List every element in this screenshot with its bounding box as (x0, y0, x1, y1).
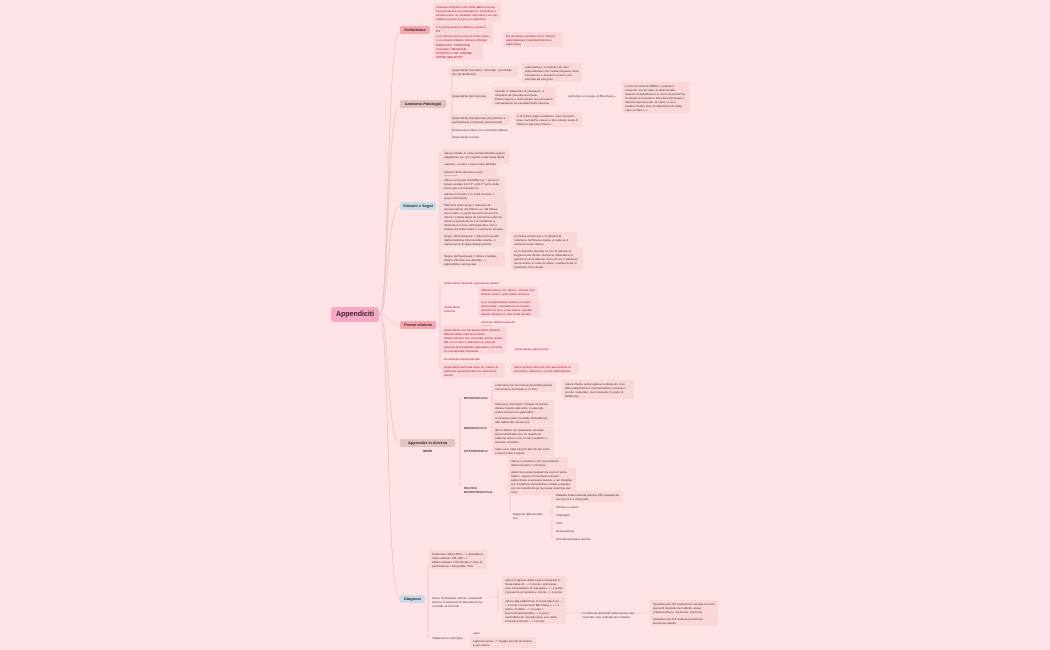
sede-sottoepatica[interactable]: SOTTOEPATICA (464, 448, 488, 453)
forme-node[interactable]: Perforazioni Appendicolari (444, 356, 480, 361)
sede-mesoceliaca[interactable]: MESOCELIACA (464, 425, 487, 430)
sede-node[interactable]: endemica con la mancanza dell'ileopsoas … (492, 381, 556, 392)
def-node[interactable]: è la prima causa di addome acuto in PS (433, 23, 493, 34)
forme-node[interactable]: aumento della frequenza cardiaca (481, 319, 516, 328)
sede-node[interactable]: nelle vene l'alto lungo il lato dx del c… (492, 445, 554, 456)
diag-node[interactable]: Lo schema di Arneth sulla sezione dei ne… (582, 610, 634, 619)
diag-node[interactable]: Spostamento SX produzione elevata di nuo… (650, 600, 718, 615)
anat-node[interactable]: Appendicite flemmonosa (449, 92, 491, 99)
diff-item[interactable]: Malattia infiammatoria pelvica PID causa… (553, 491, 623, 502)
forme-node[interactable]: se è un'appendicite addome trovano perit… (478, 298, 540, 317)
anat-node[interactable]: Perforazione libera con peritonite diffu… (452, 127, 508, 132)
sint-node[interactable]: se in decubito laterale sx con la gamba … (511, 247, 583, 270)
diag-node[interactable]: Trattamento chirurgico (432, 635, 463, 640)
sede-node[interactable]: Intervento chirurgico richiede la stessa… (492, 400, 554, 415)
anat-node[interactable]: aspetto a "batacchio di campana", è rico… (492, 87, 556, 106)
sint-node[interactable]: dolore nel punto di McBurney = punto di … (441, 176, 505, 191)
diag-node[interactable]: dolore alla palpazione in fossa iliaca d… (502, 597, 566, 624)
diag-node[interactable]: Spostamento DX anemia perniciosa, leucem… (650, 615, 718, 626)
sint-node[interactable]: Segno dell'ileopsoas = dolore mediale, a… (441, 252, 505, 267)
sede-node[interactable]: determina sede ipogastrica sopra il pube… (508, 468, 576, 495)
anat-node[interactable]: è di colore grigio verdastro, sono prese… (514, 112, 582, 127)
sede-node[interactable]: dolore a vescica e poi crea disturbi del… (508, 457, 568, 468)
anat-node[interactable]: Appendicite cronica (452, 134, 480, 139)
sint-node[interactable]: dolore provocato con colpi di tosse = se… (441, 190, 505, 201)
sint-node[interactable]: disturbi della minzione come stranguria (441, 168, 497, 179)
forme-node[interactable]: Infiammazione con dolore, nonché una chi… (478, 286, 538, 297)
def-node[interactable]: PERICOLO: TORSIONE molteplici / SEGNALE … (433, 41, 483, 60)
anat-node[interactable]: Appendicite (semplice, catarrale: revers… (449, 66, 519, 77)
topic-diagnosi[interactable]: Diagnosi (400, 595, 425, 603)
def-node[interactable]: Ha un'azione nutritiva che è l'arteria a… (503, 32, 563, 47)
anat-node[interactable]: edematosa e congesta con vasi appendicol… (522, 63, 582, 82)
forme-node[interactable]: Appendicite Franche (444, 304, 461, 313)
forme-node[interactable]: Appendiciti perforata dove un quadro di … (441, 363, 505, 378)
topic-sintomi-segni[interactable]: Sintomi e Segni (400, 202, 436, 210)
sint-node[interactable]: nausea + vomito + lieve rialzo febbrile (441, 160, 501, 167)
sint-node[interactable]: si pratica il paziente e si effettua la … (511, 232, 577, 247)
diag-node[interactable]: Laparoscopico --> meglio perché la ripre… (470, 637, 536, 648)
topic-forme-cliniche[interactable]: Forme cliniche (400, 321, 436, 329)
sede-pelvica[interactable]: PELVICA RETROVESCICALE (464, 485, 493, 494)
def-node[interactable]: è un viscere che termina a fondo cieco, … (433, 32, 493, 43)
sint-node[interactable]: Manovra di Rovsing = manovra di compress… (441, 201, 507, 236)
anat-node[interactable]: peritonite con segno di Blumberg + (568, 93, 616, 98)
topic-appendici-diversa-sede[interactable]: Appendici in diversa sede (400, 439, 455, 453)
sede-node[interactable]: si ritrova la parte centrale dell'addome… (492, 414, 554, 425)
diag-node[interactable]: Anamnesi / Beta-HCG --> gravidanza extra… (429, 550, 487, 569)
root-node[interactable]: Appendiciti (331, 307, 379, 322)
diff-item[interactable]: Cisti (556, 520, 563, 525)
diff-item[interactable]: Endometriosi (556, 528, 575, 533)
topic-anatomo-patologia[interactable]: Anatomo Patologia (400, 100, 446, 108)
sint-node[interactable]: Segno dell'otturatore = dolore provocato… (441, 232, 505, 247)
diag-node[interactable]: dolore migrante dalla sede ombelicale in… (502, 576, 566, 595)
diag-node[interactable]: Score di Alvarado calcolo i parametri cl… (432, 595, 483, 608)
diag-node[interactable]: open (473, 630, 480, 635)
sede-node[interactable]: dà un dolore nel quadrante centrale (per… (492, 426, 554, 445)
diff-item[interactable]: Torsione ovarica (556, 504, 579, 509)
diff-item[interactable]: Salpingite (556, 512, 570, 517)
forme-node[interactable]: Appendicite con Periappendicite plastica… (441, 326, 507, 345)
forme-node[interactable]: dolori senza intervento che aumentano di… (511, 363, 579, 374)
anat-node[interactable]: Appendicite Gangrenosa può portare a per… (449, 114, 511, 125)
sede-diagnosi-differenziale[interactable]: Diagnosi differenziale con: (513, 511, 543, 520)
forme-node[interactable]: Ascessi Appendicolari appendice immersa … (441, 343, 505, 354)
forme-node[interactable]: Appendicite Abortiva regressione durata (444, 280, 499, 285)
sede-node[interactable]: dolore riferito nella regione lombare dx… (562, 380, 634, 399)
forme-node[interactable]: Appendicite gangrenosa (515, 346, 549, 351)
diff-item[interactable]: Gravidanza Extra uterina (556, 536, 591, 541)
def-node[interactable]: processo flogistico che inizia dalla muc… (433, 3, 501, 22)
sede-retrocecale[interactable]: RETROCECALE (464, 395, 488, 400)
anat-node[interactable]: è una memoria di Wilkins, quando è prese… (622, 82, 690, 113)
topic-definizione[interactable]: Definizione (400, 26, 430, 34)
